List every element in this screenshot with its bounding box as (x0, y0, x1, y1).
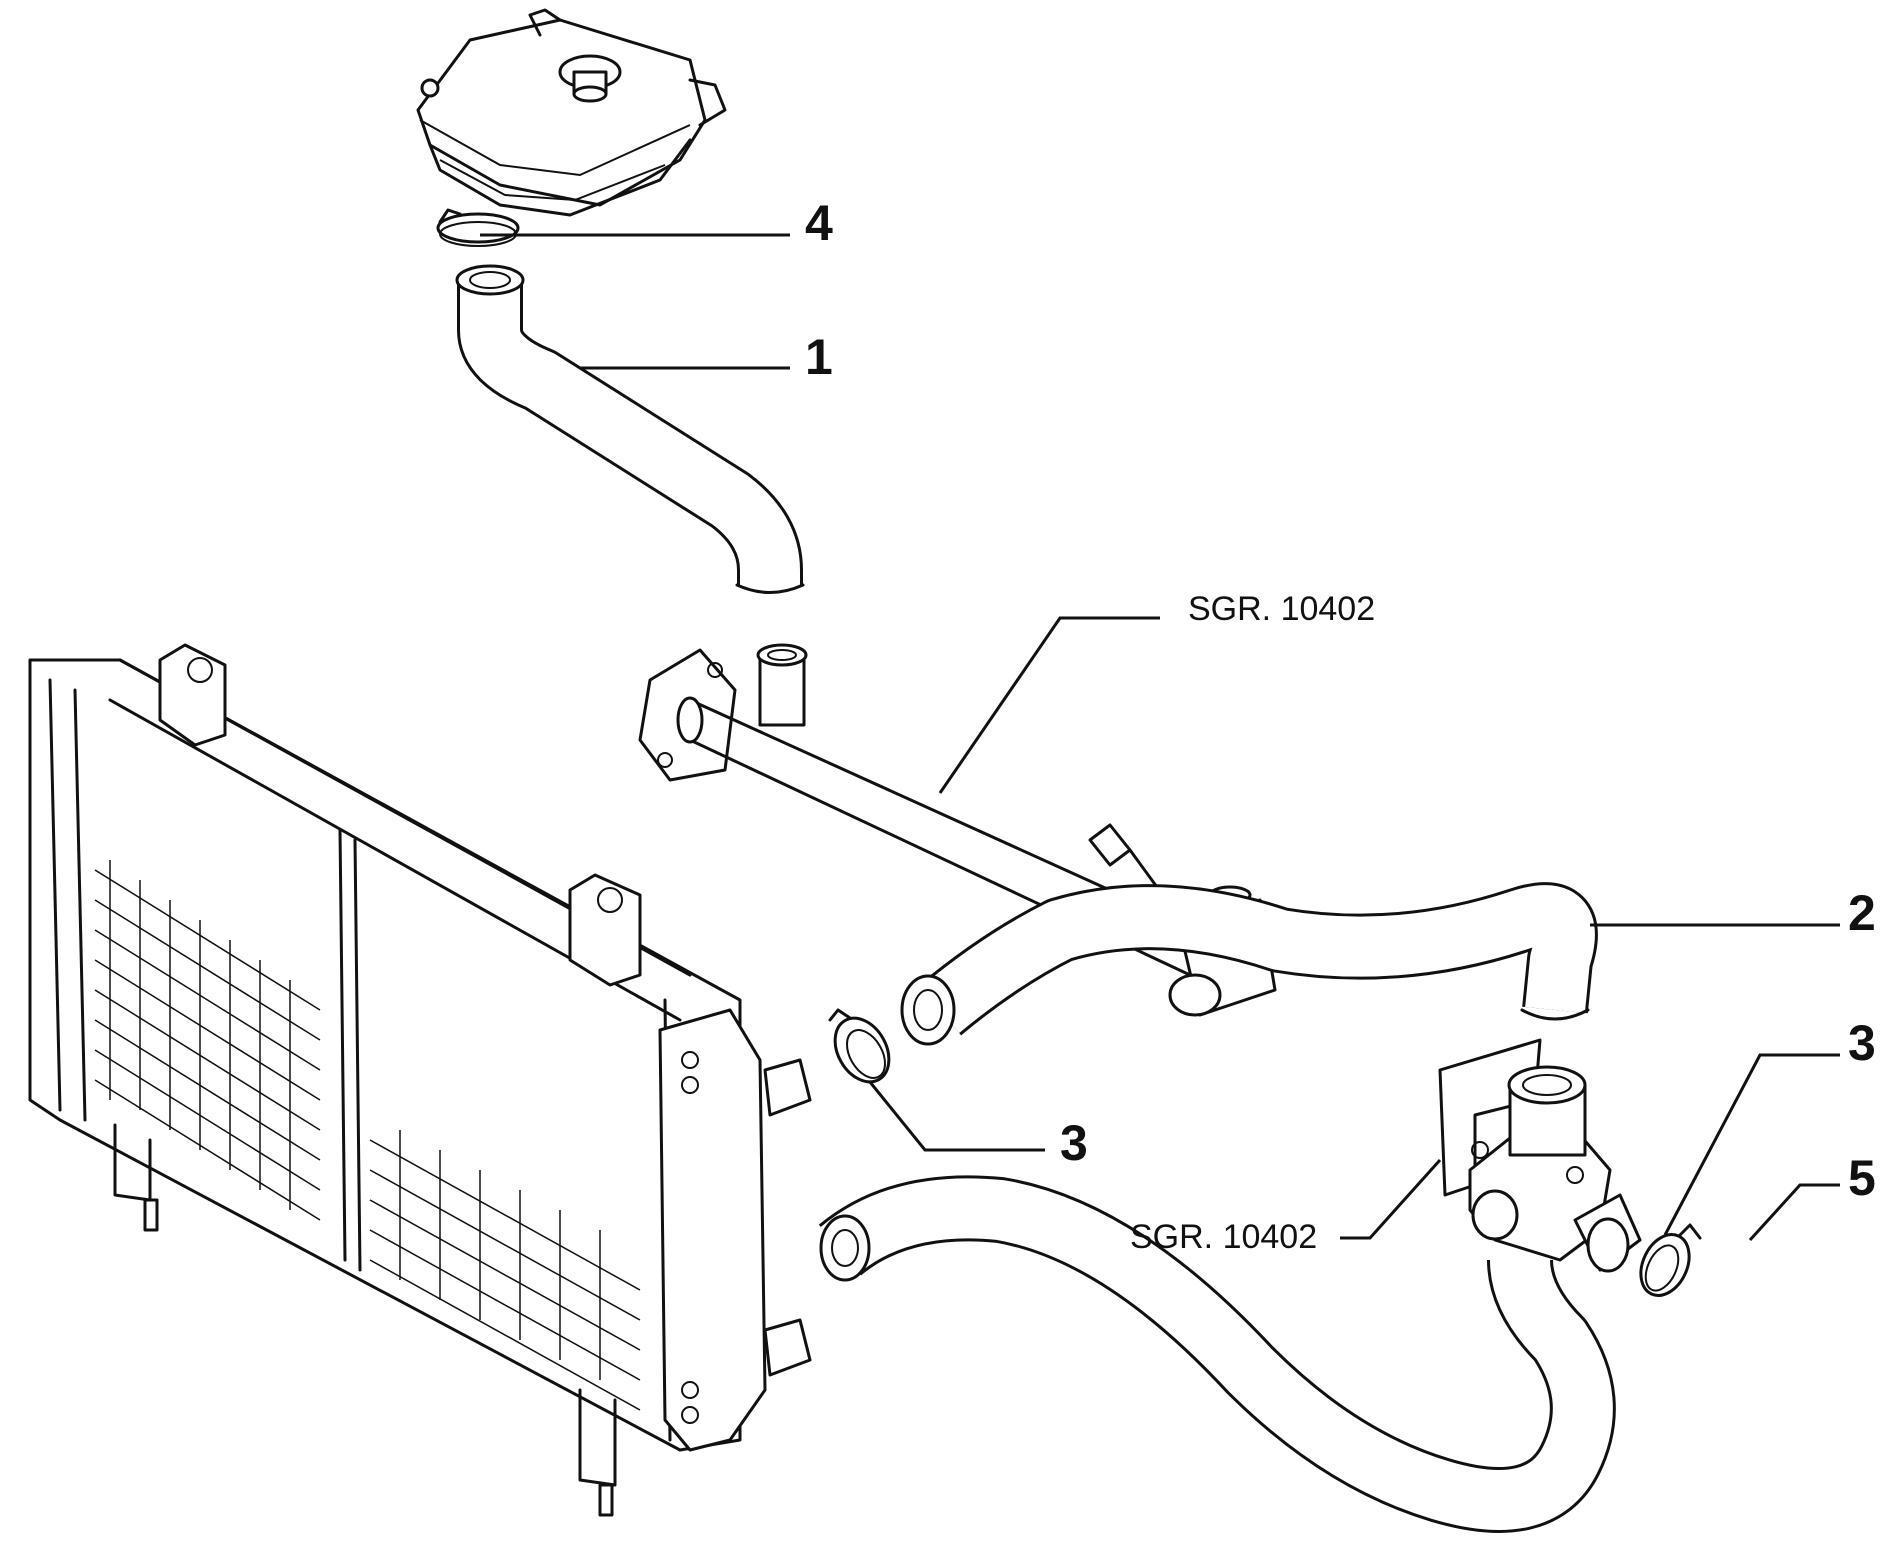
callout-5: 5 (1848, 1150, 1876, 1206)
hose-clamp-right (1639, 1223, 1702, 1297)
hose-upper (455, 264, 805, 603)
callout-2: 2 (1848, 885, 1876, 941)
callout-3-right: 3 (1848, 1015, 1876, 1071)
radiator (28, 643, 812, 1517)
hose-clamp-left (828, 1008, 891, 1084)
hose-middle (900, 882, 1598, 1046)
callout-1: 1 (805, 329, 833, 385)
hose-lower (818, 1175, 1616, 1533)
callout-4: 4 (805, 195, 833, 251)
leader-lines (480, 233, 1840, 1242)
reference-thermostat: SGR. 10402 (1130, 1218, 1317, 1256)
thermostat-housing (1438, 1038, 1642, 1273)
expansion-tank (416, 8, 727, 217)
callout-3-left: 3 (1060, 1115, 1088, 1171)
hose-clamp-top (436, 208, 520, 247)
reference-pipe: SGR. 10402 (1188, 590, 1375, 628)
